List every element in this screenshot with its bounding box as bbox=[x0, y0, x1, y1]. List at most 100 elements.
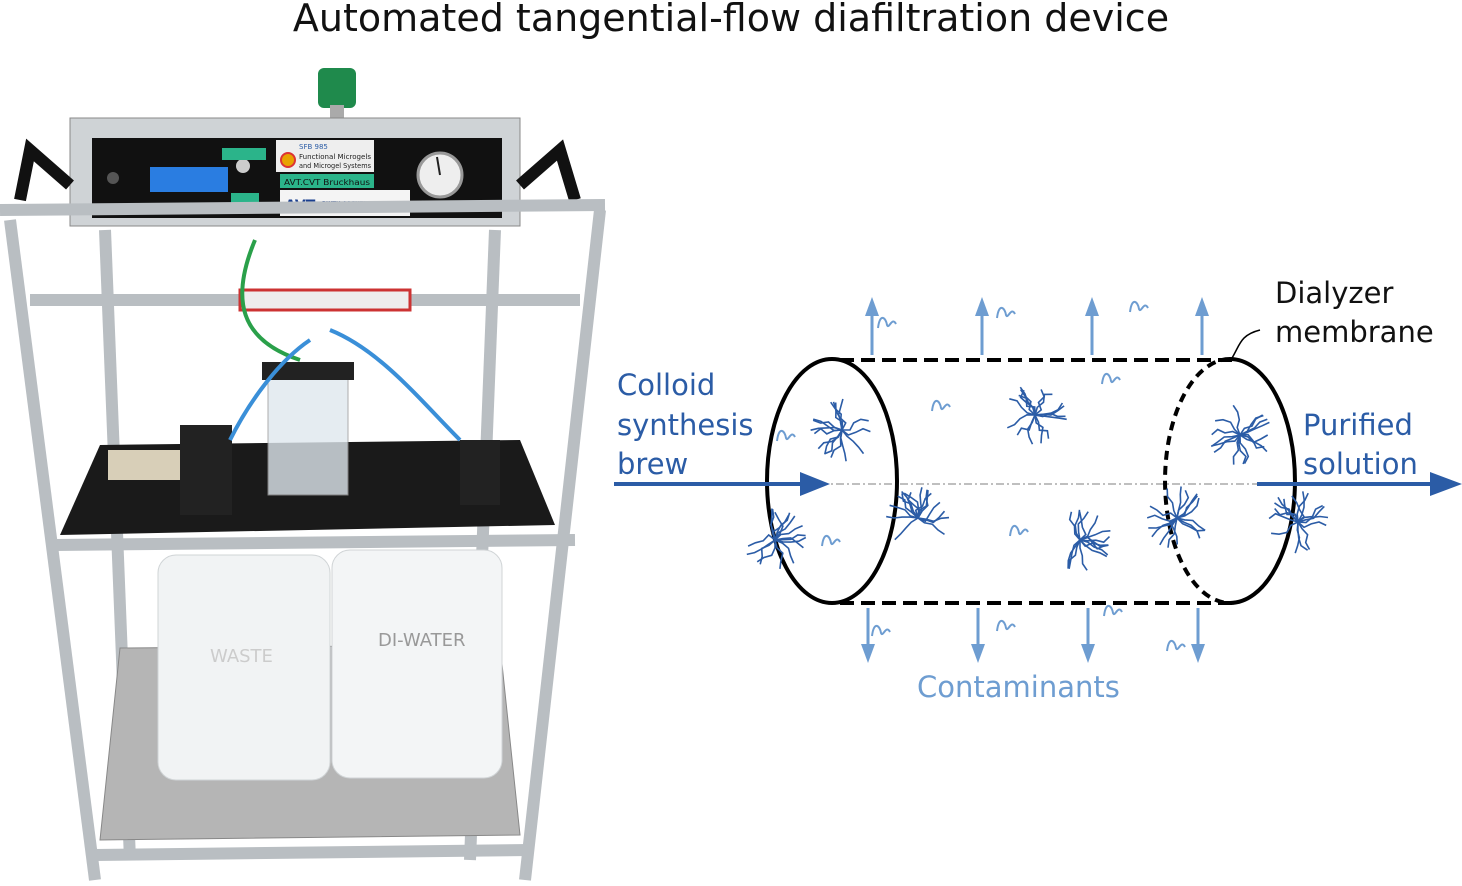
membrane-label-line2: membrane bbox=[1275, 315, 1434, 349]
contaminant-molecule bbox=[1009, 524, 1029, 537]
polymer-strand bbox=[774, 525, 803, 541]
polymer-strand bbox=[1211, 434, 1241, 447]
outlet-arrowhead bbox=[1430, 472, 1462, 496]
polymer-strand bbox=[917, 501, 941, 523]
microgel bbox=[1210, 404, 1270, 465]
contaminant-molecule bbox=[776, 429, 796, 442]
polymer-strand bbox=[1148, 517, 1178, 529]
contaminant-molecule bbox=[871, 624, 891, 637]
contaminant-molecule bbox=[996, 619, 1016, 632]
polymer-strand bbox=[1034, 393, 1053, 416]
valve-knob bbox=[318, 68, 356, 108]
polymer-strand bbox=[842, 418, 869, 431]
microgel bbox=[1067, 509, 1111, 571]
polymer-strand bbox=[774, 511, 784, 541]
polymer-strand bbox=[1074, 509, 1081, 541]
polymer-strand bbox=[812, 419, 843, 431]
polymer-strand bbox=[1167, 517, 1178, 548]
polymer-strand bbox=[824, 429, 843, 455]
polymer-strand bbox=[1297, 515, 1329, 524]
sfb-label: SFB 985 bbox=[299, 143, 328, 151]
diafiltration-schematic: Colloid synthesis brew Purified solution… bbox=[614, 276, 1462, 704]
permeate-arrows bbox=[861, 297, 1209, 663]
polymer-strand bbox=[1034, 414, 1050, 439]
polymer-strand bbox=[1169, 517, 1178, 545]
polymer-strand bbox=[901, 493, 919, 519]
microgel bbox=[810, 398, 871, 462]
polymer-strand bbox=[1006, 413, 1036, 429]
polymer-strand bbox=[1176, 489, 1190, 519]
polymer-strand bbox=[1176, 517, 1206, 532]
polymer-strand bbox=[889, 504, 919, 519]
polymer-strand bbox=[1239, 414, 1264, 436]
polymer-strand bbox=[1211, 428, 1241, 436]
polymer-strand bbox=[839, 429, 847, 462]
contaminant-molecule bbox=[877, 316, 897, 329]
polymer-strand bbox=[759, 539, 776, 565]
polymer-strand bbox=[747, 533, 776, 547]
dialyzer-photo bbox=[238, 288, 412, 312]
waste-jug-label: WASTE bbox=[210, 646, 273, 667]
polymer-strand bbox=[901, 490, 919, 519]
polymer-strand bbox=[886, 515, 919, 519]
arrowhead-down bbox=[971, 644, 985, 663]
beaker bbox=[267, 369, 349, 496]
microgel bbox=[1006, 386, 1067, 445]
polymer-strand bbox=[1067, 539, 1081, 569]
membrane-label-line1: Dialyzer bbox=[1275, 276, 1393, 310]
polymer-strand bbox=[1271, 521, 1299, 536]
device-photo: SFB 985 Functional Microgels and Microge… bbox=[0, 68, 606, 881]
contaminant-molecule bbox=[1101, 372, 1121, 385]
di-water-jug bbox=[331, 549, 503, 779]
microgel bbox=[1268, 491, 1329, 554]
polymer-strand bbox=[1297, 491, 1305, 523]
microgel bbox=[746, 508, 807, 570]
polymer-strand bbox=[770, 508, 776, 541]
polymer-strand bbox=[1210, 434, 1241, 448]
polymer-strand bbox=[1026, 414, 1036, 445]
inlet-label-line3: brew bbox=[617, 447, 688, 481]
arrowhead-down bbox=[1191, 644, 1205, 663]
polymer-strand bbox=[1232, 434, 1241, 465]
outlet-end bbox=[1229, 357, 1297, 605]
polymer-strand bbox=[1291, 495, 1306, 523]
polymer-strand bbox=[1297, 505, 1325, 523]
figure-title: Automated tangential-flow diafiltration … bbox=[292, 0, 1170, 40]
microgel bbox=[886, 487, 950, 541]
polymer-strand bbox=[1176, 497, 1200, 519]
polymer-strand bbox=[1294, 521, 1301, 554]
polymer-strand bbox=[1297, 521, 1327, 529]
inlet-end bbox=[765, 357, 899, 605]
polymer-strand bbox=[1237, 434, 1247, 465]
polymer-strand bbox=[1068, 511, 1081, 541]
polymer-strand bbox=[1213, 434, 1241, 453]
polymer-strand bbox=[1149, 505, 1178, 519]
polymer-strand bbox=[841, 429, 865, 455]
sfb-label-line2: Functional Microgels bbox=[299, 153, 371, 161]
contaminant-molecule bbox=[1129, 300, 1149, 313]
polymer-strand bbox=[1034, 389, 1046, 416]
outlet-end-hidden bbox=[1163, 357, 1231, 605]
contaminant-molecules bbox=[776, 300, 1186, 652]
polymer-strand bbox=[1297, 521, 1311, 550]
contaminant-molecule bbox=[931, 399, 951, 412]
polymer-strand bbox=[1079, 539, 1109, 556]
polymer-strand bbox=[834, 402, 847, 431]
polymer-strand bbox=[1214, 418, 1241, 436]
polymer-strand bbox=[894, 517, 919, 541]
di-water-jug-label: DI-WATER bbox=[378, 630, 466, 651]
polymer-strand bbox=[1166, 488, 1178, 519]
membrane-leader-line bbox=[1231, 329, 1261, 359]
microgels bbox=[746, 386, 1329, 571]
outlet-label-line2: solution bbox=[1303, 447, 1418, 481]
contaminant-molecule bbox=[1103, 604, 1123, 617]
polymer-strand bbox=[1079, 530, 1111, 541]
avt-label-text: AVT.CVT Bruckhaus bbox=[284, 178, 370, 187]
polymer-strand bbox=[917, 487, 923, 519]
arrowhead-up bbox=[1195, 297, 1209, 316]
inlet-label-line2: synthesis bbox=[617, 408, 754, 442]
polymer-strand bbox=[1176, 493, 1198, 519]
polymer-strand bbox=[1034, 402, 1064, 416]
arrowhead-down bbox=[861, 644, 875, 663]
